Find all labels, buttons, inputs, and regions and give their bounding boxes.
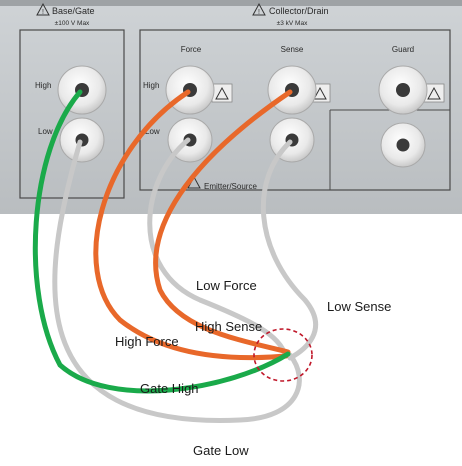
- emitter-source-title: Emitter/Source: [204, 182, 257, 191]
- guard-low-jack: [380, 122, 426, 168]
- force-column-label: Force: [181, 45, 202, 54]
- base-gate-high-label: High: [35, 81, 51, 90]
- sense-column-label: Sense: [281, 45, 304, 54]
- high-force-label: High Force: [115, 334, 179, 349]
- high-force-wire: [93, 89, 289, 361]
- collector-low-label: Low: [145, 127, 160, 136]
- low-force-label: Low Force: [196, 278, 257, 293]
- gate-low-wire: [52, 139, 302, 423]
- svg-text:!: !: [42, 9, 44, 16]
- svg-text:!: !: [258, 9, 260, 16]
- base-gate-rating: ±100 V Max: [55, 20, 90, 27]
- low-force-wire: [147, 137, 288, 358]
- warning-icon: !: [36, 2, 50, 16]
- high-sense-label: High Sense: [195, 319, 262, 334]
- collector-drain-rating: ±3 kV Max: [277, 20, 308, 27]
- warning-icon: [423, 83, 445, 103]
- collector-drain-title: Collector/Drain: [269, 6, 329, 16]
- collector-high-label: High: [143, 81, 159, 90]
- junction-highlight: [253, 328, 313, 382]
- guard-high-jack: [378, 65, 428, 115]
- base-gate-title: Base/Gate: [52, 6, 95, 16]
- base-gate-low-label: Low: [38, 127, 53, 136]
- gate-high-label: Gate High: [140, 381, 199, 396]
- low-sense-label: Low Sense: [327, 299, 391, 314]
- low-sense-wire: [260, 139, 319, 361]
- gate-low-label: Gate Low: [193, 443, 249, 458]
- guard-column-label: Guard: [392, 45, 414, 54]
- warning-icon: !: [252, 2, 266, 16]
- instrument-front-panel: ! ! Base/Gate ±100 V Max Collector/Drain…: [0, 0, 462, 214]
- base-gate-group: [19, 29, 125, 199]
- gate-high-wire: [32, 89, 291, 394]
- high-sense-wire: [153, 89, 293, 355]
